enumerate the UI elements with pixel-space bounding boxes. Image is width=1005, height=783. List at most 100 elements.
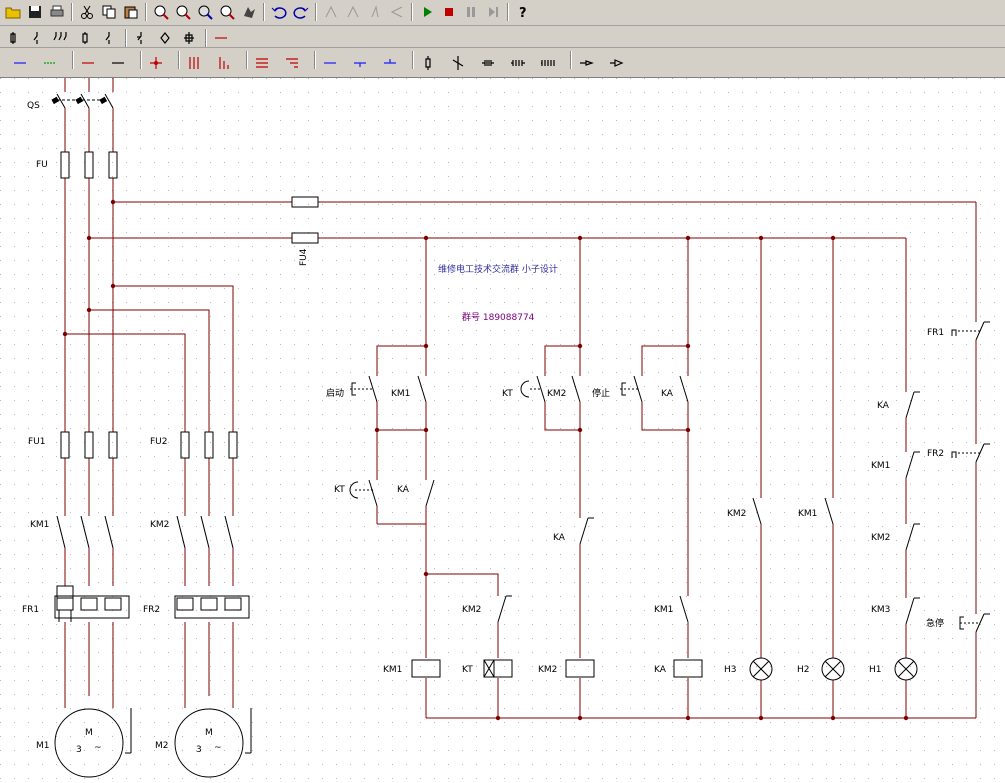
toolbar-separator [72,51,73,69]
circuit-diagram: QS FU FU1 FU2 FU4 KM1 KM2 FR1 FR2 M1 M2 … [0,78,1005,783]
hbars-icon[interactable] [252,53,272,73]
label-km1-b: KM1 [654,605,673,615]
step-left-icon[interactable] [387,2,407,22]
toolbar-separator [411,3,412,21]
toolbar-separator [263,3,264,21]
line-red-icon[interactable] [78,53,98,73]
wire-tap2-icon[interactable] [380,53,400,73]
motor-tildes: ~~ [94,743,222,753]
copy-icon[interactable] [99,2,119,22]
label-motor-m1-m: M [85,728,93,738]
label-km1-ctl: KM1 [391,389,410,399]
redo-icon[interactable] [291,2,311,22]
label-motor-m1-3: 3 [76,745,82,755]
label-m1: M1 [36,741,50,751]
main-toolbar: ? [0,0,1005,26]
component-8-icon[interactable] [179,28,199,48]
component-4-icon[interactable] [75,28,95,48]
wire-tap-icon[interactable] [350,53,370,73]
line-blue-icon[interactable] [10,53,30,73]
zoom-fit-icon[interactable] [195,2,215,22]
zoom-out-icon[interactable] [173,2,193,22]
component-toolbar [0,26,1005,48]
step-up-icon[interactable] [365,2,385,22]
toolbar-separator [205,29,206,47]
label-kt-ctl: KT [334,485,345,495]
zoom-area-icon[interactable] [217,2,237,22]
paste-icon[interactable] [121,2,141,22]
terminal2-icon[interactable] [606,53,626,73]
qs-heads [51,96,108,105]
wiring-toolbar [0,48,1005,78]
help-icon[interactable]: ? [513,2,533,22]
contact2-icon[interactable] [508,53,528,73]
step-back-icon[interactable] [321,2,341,22]
label-fu4: FU4 [299,248,309,266]
label-fr1-main: FR1 [22,605,39,615]
save-icon[interactable] [25,2,45,22]
junction-icon[interactable] [146,53,166,73]
line-black-icon[interactable] [108,53,128,73]
label-fu: FU [36,160,48,170]
label-fr1-r: FR1 [927,328,944,338]
label-fu1: FU1 [28,437,46,447]
tap-icon[interactable] [448,53,468,73]
component-3-icon[interactable] [51,28,71,48]
toolbar-separator [314,51,315,69]
label-coil-km2: KM2 [538,665,557,675]
zoom-in-icon[interactable] [151,2,171,22]
print-icon[interactable] [47,2,67,22]
component-6-icon[interactable] [131,28,151,48]
drawing-canvas[interactable]: QS FU FU1 FU2 FU4 KM1 KM2 FR1 FR2 M1 M2 … [0,78,1005,783]
note-group-name: 维修电工技术交流群 小子设计 [438,263,558,275]
toolbar-separator [507,3,508,21]
component-1-icon[interactable] [3,28,23,48]
cut-icon[interactable] [77,2,97,22]
step-icon[interactable] [343,2,363,22]
note-group-number: 群号 189088774 [462,311,535,323]
label-km1-r: KM1 [871,461,890,471]
step-forward-icon[interactable] [483,2,503,22]
toolbar-separator [246,51,247,69]
wire-icon[interactable] [320,53,340,73]
undo-icon[interactable] [269,2,289,22]
line-green-icon[interactable] [40,53,60,73]
label-qs: QS [27,101,40,111]
toolbar-separator [145,3,146,21]
hbars2-icon[interactable] [282,53,302,73]
component-7-icon[interactable] [155,28,175,48]
vbars-icon[interactable] [184,53,204,73]
label-h1: H1 [869,665,882,675]
label-ka-r: KA [877,401,890,411]
label-motor-m2-m: M [205,728,213,738]
component-5-icon[interactable] [99,28,119,48]
label-kt2: KT [502,389,513,399]
component-9-icon[interactable] [211,28,231,48]
resistor-icon[interactable] [418,53,438,73]
contact-icon[interactable] [478,53,498,73]
label-km1-c: KM1 [798,509,817,519]
open-icon[interactable] [3,2,23,22]
stop-icon[interactable] [439,2,459,22]
contact3-icon[interactable] [538,53,558,73]
label-fu2: FU2 [150,437,168,447]
label-stop: 停止 [592,387,610,399]
components [54,93,990,778]
label-km3-r: KM3 [871,605,890,615]
pan-icon[interactable] [239,2,259,22]
run-icon[interactable] [417,2,437,22]
pause-icon[interactable] [461,2,481,22]
junctions [62,199,909,721]
toolbar-separator [71,3,72,21]
label-m2: M2 [155,741,169,751]
component-2-icon[interactable] [27,28,47,48]
terminal-icon[interactable] [576,53,596,73]
label-h2: H2 [797,665,810,675]
motor-tilde-symbol: ~ [214,743,222,753]
vbars2-icon[interactable] [214,53,234,73]
toolbar-separator [178,51,179,69]
label-h3: H3 [724,665,737,675]
label-ka-ctl: KA [397,485,410,495]
toolbar-separator [412,51,413,69]
label-coil-km1: KM1 [383,665,402,675]
